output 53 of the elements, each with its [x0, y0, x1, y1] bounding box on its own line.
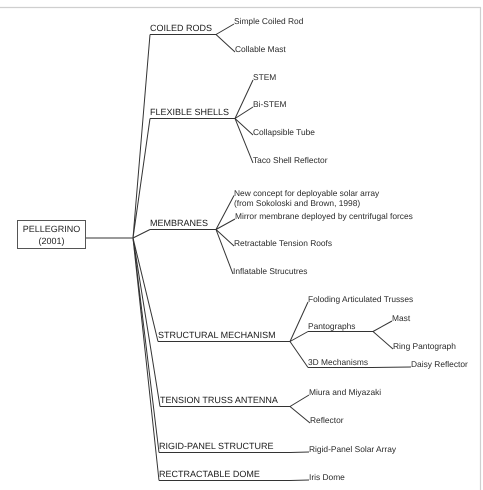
- item-label: Collapsible Tube: [253, 127, 315, 137]
- category-heading: RIGID-PANEL STRUCTURE: [159, 441, 290, 453]
- connector-line: [290, 406, 310, 424]
- connector-line: [132, 229, 150, 238]
- category-heading: STRUCTURAL MECHANISM: [158, 330, 290, 342]
- connector-line: [290, 341, 308, 368]
- connector-line: [290, 331, 308, 342]
- item-label: Reflector: [310, 415, 344, 425]
- connector-line: [372, 366, 412, 368]
- connector-line: [234, 118, 254, 136]
- connector-line: [290, 480, 310, 481]
- connector-line: [290, 302, 308, 342]
- root-box: PELLEGRINO (2001): [17, 220, 86, 249]
- item-label: Foloding Articulated Trusses: [308, 294, 414, 304]
- connector-line: [234, 106, 254, 119]
- item-label: Bi-STEM: [253, 99, 286, 109]
- connector-line: [290, 394, 310, 407]
- connector-line: [234, 80, 254, 119]
- connector-line: [372, 331, 394, 350]
- subcategory-heading: Pantographs: [308, 321, 373, 332]
- connector-line: [132, 238, 158, 342]
- item-label: Daisy Reflector: [411, 359, 468, 369]
- item-label: Retractable Tension Roofs: [234, 238, 332, 248]
- connector-line: [234, 118, 254, 164]
- category-heading: TENSION TRUSS ANTENNA: [160, 395, 290, 407]
- category-heading: MEMBRANES: [150, 218, 216, 230]
- connector-line: [290, 452, 310, 453]
- subcategory-heading: 3D Mechanisms: [308, 357, 372, 368]
- item-label: Simple Coiled Rod: [234, 16, 304, 26]
- item-label: Miura and Miyazaki: [309, 387, 382, 397]
- item-label: New concept for deployable solar array (from Sokoloski and Brown, 1998): [234, 188, 394, 208]
- connector-line: [372, 320, 392, 332]
- item-label: Rigid-Panel Solar Array: [309, 444, 396, 454]
- item-label: Inflatable Strucutres: [233, 266, 308, 276]
- item-label: Mast: [392, 313, 410, 323]
- item-label: STEM: [253, 72, 276, 82]
- category-heading: FLEXIBLE SHELLS: [150, 107, 235, 119]
- item-label: Taco Shell Reflector: [253, 155, 328, 165]
- connector-line: [132, 34, 150, 238]
- connector-line: [216, 218, 236, 230]
- category-heading: RECTRACTABLE DOME: [159, 469, 290, 481]
- connector-line: [216, 24, 234, 35]
- item-label: Collable Mast: [235, 44, 286, 54]
- item-label: Iris Dome: [309, 472, 345, 482]
- item-label: Mirror membrane deployed by centrifugal forces: [235, 211, 413, 221]
- connector-line: [132, 238, 160, 407]
- connector-line: [216, 229, 234, 274]
- category-heading: COILED RODS: [150, 23, 216, 35]
- connector-line: [132, 118, 150, 238]
- connector-line: [216, 195, 234, 230]
- connector-line: [216, 229, 234, 246]
- connector-line: [216, 34, 236, 52]
- item-label: Ring Pantograph: [393, 341, 456, 351]
